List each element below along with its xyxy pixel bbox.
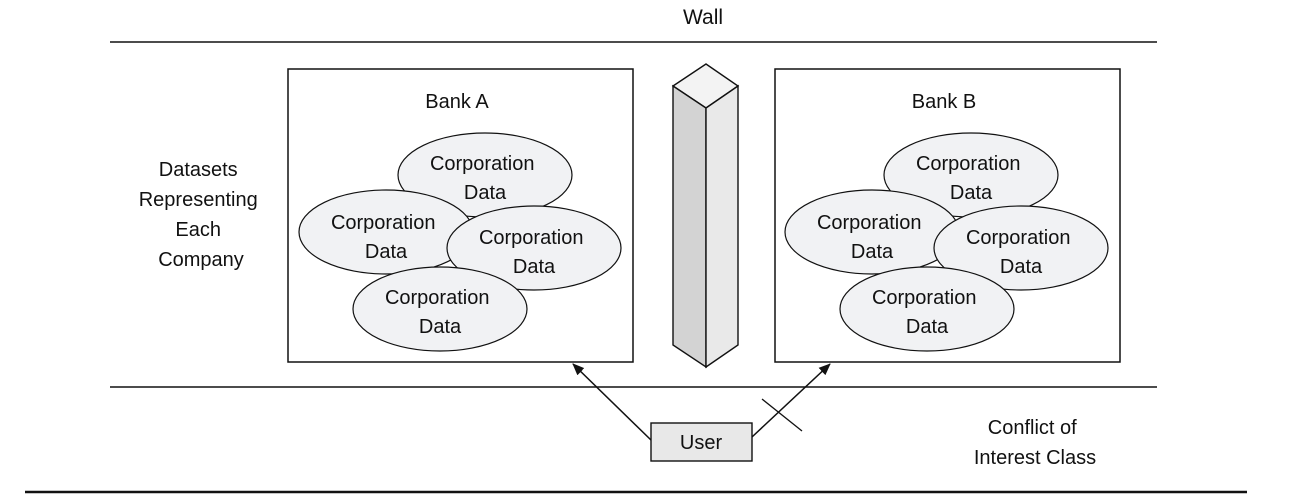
side-label-line: Representing: [139, 189, 258, 211]
dataset-ellipse: Corporation Data: [784, 189, 960, 275]
datasets-side-label: Datasets Representing Each Company: [139, 159, 264, 271]
denied-access-arrow: [751, 363, 831, 438]
svg-text:Corporation Data: Corporation Data: [479, 227, 589, 278]
dataset-label: Corporation: [916, 153, 1021, 175]
dataset-label: Corporation: [331, 212, 436, 234]
dataset-label: Data: [464, 182, 507, 204]
conflict-label-line: Interest Class: [974, 447, 1096, 469]
dataset-label: Corporation: [966, 227, 1071, 249]
conflict-label-line: Conflict of: [988, 417, 1077, 439]
wall-label: Wall: [683, 6, 723, 29]
svg-text:Corporation Data: Corporation Data: [430, 153, 540, 204]
conflict-class-label: Conflict of Interest Class: [974, 417, 1096, 469]
bank-a-title: Bank A: [425, 91, 489, 113]
user-box: User: [650, 422, 753, 462]
dataset-label: Corporation: [479, 227, 584, 249]
dataset-ellipse: Corporation Data: [298, 189, 474, 275]
dataset-label: Data: [1000, 256, 1043, 278]
dataset-label: Data: [365, 241, 408, 263]
bank-a-box: Bank A Corporation Data Corporation Data…: [287, 68, 634, 363]
svg-text:Corporation Data: Corporation Data: [331, 212, 441, 263]
user-label: User: [680, 432, 723, 454]
bank-b-title: Bank B: [912, 91, 976, 113]
side-label-line: Datasets: [159, 159, 238, 181]
dataset-label: Data: [906, 316, 949, 338]
side-label-line: Each: [175, 219, 221, 241]
dataset-label: Data: [419, 316, 462, 338]
bank-b-box: Bank B Corporation Data Corporation Data…: [774, 68, 1121, 363]
dataset-label: Corporation: [385, 287, 490, 309]
svg-text:Corporation Data: Corporation Data: [385, 287, 495, 338]
dataset-ellipse: Corporation Data: [446, 205, 622, 291]
wall-pillar-side: [705, 84, 739, 369]
svg-text:Corporation Data: Corporation Data: [817, 212, 927, 263]
dataset-label: Corporation: [430, 153, 535, 175]
dataset-label: Data: [950, 182, 993, 204]
allowed-access-arrow: [572, 363, 653, 442]
svg-text:Corporation Data: Corporation Data: [966, 227, 1076, 278]
wall-pillar: [671, 63, 740, 369]
dataset-label: Corporation: [872, 287, 977, 309]
dataset-ellipse: Corporation Data: [839, 266, 1015, 352]
dataset-label: Corporation: [817, 212, 922, 234]
side-label-line: Company: [158, 249, 244, 271]
dataset-ellipse: Corporation Data: [352, 266, 528, 352]
dataset-label: Data: [851, 241, 894, 263]
svg-text:Corporation Data: Corporation Data: [872, 287, 982, 338]
dataset-ellipse: Corporation Data: [397, 132, 573, 218]
svg-text:Corporation Data: Corporation Data: [916, 153, 1026, 204]
user-box-frame: [650, 422, 753, 462]
wall-pillar-front: [672, 84, 707, 369]
dataset-ellipse: Corporation Data: [933, 205, 1109, 291]
denied-cross-mark: [761, 398, 803, 432]
dataset-label: Data: [513, 256, 556, 278]
